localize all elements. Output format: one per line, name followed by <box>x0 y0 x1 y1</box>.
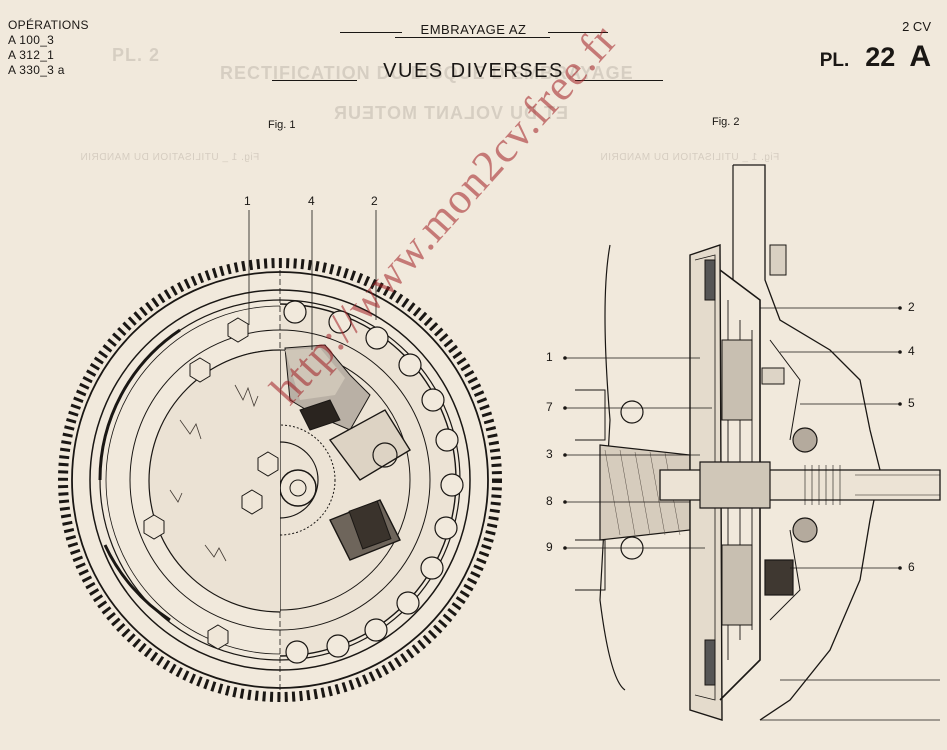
operations-block: OPÉRATIONS A 100_3 A 312_1 A 330_3 a <box>8 18 89 78</box>
fig1-callout: 4 <box>308 194 315 208</box>
bleed-title-1: RECTIFICATION DU DISQUE D'EMBRAYAGE <box>220 63 634 83</box>
fig2-callout: 5 <box>908 396 915 410</box>
operation-item: A 312_1 <box>8 48 55 62</box>
fig2-callout: 6 <box>908 560 915 574</box>
fig2-callout: 9 <box>546 540 553 554</box>
operations-title: OPÉRATIONS <box>8 18 89 32</box>
fig1-leaders <box>248 210 377 350</box>
fig1-callout: 2 <box>371 194 378 208</box>
fig-1-caption: Fig. 1 <box>268 119 296 131</box>
operation-item: A 100_3 <box>8 33 55 47</box>
fig1-callout: 1 <box>244 194 251 208</box>
section-heading: EMBRAYAGE AZ <box>420 22 527 37</box>
fig2-callout: 4 <box>908 344 915 358</box>
page-title: VUES DIVERSES <box>383 60 564 82</box>
fig2-leaders <box>565 307 900 569</box>
fig-2-caption: Fig. 2 <box>712 116 740 128</box>
fig2-callout: 1 <box>546 350 553 364</box>
clutch-section-drawing <box>575 164 941 721</box>
vehicle-label: 2 CV <box>902 19 931 34</box>
flywheel-drawing <box>58 258 502 702</box>
fig2-callout: 7 <box>546 400 553 414</box>
fig2-callout: 2 <box>908 300 915 314</box>
fig2-callout: 8 <box>546 494 553 508</box>
bleed-plate: PL. 2 <box>112 45 161 65</box>
fig2-callout: 3 <box>546 447 553 461</box>
operation-item: A 330_3 a <box>8 63 65 77</box>
